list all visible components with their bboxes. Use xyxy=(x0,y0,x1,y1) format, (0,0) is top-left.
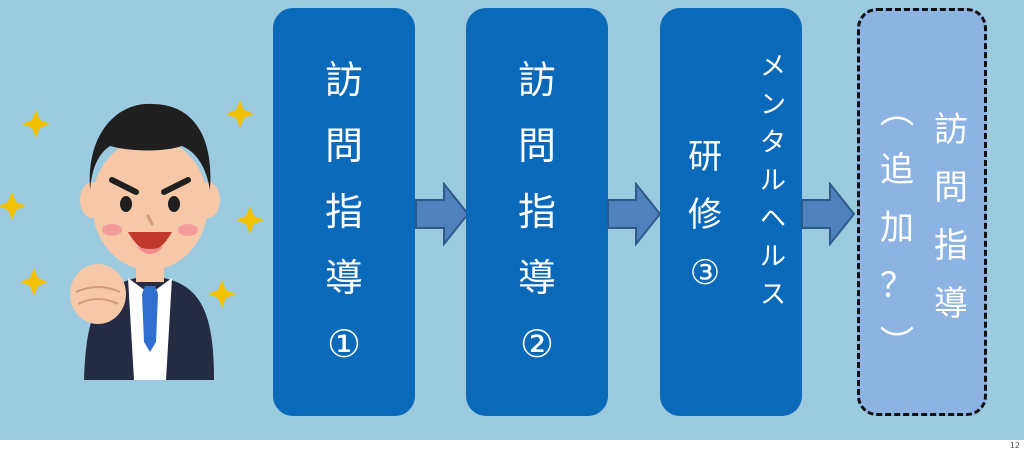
step-box-mental-health-training-3: 研 修 ③ メ ン タ ル ヘ ル ス xyxy=(660,8,802,416)
step-box-right-text: 訪 問 指 導 xyxy=(934,101,968,333)
flow-arrow-icon xyxy=(801,182,856,246)
box-char: 問 xyxy=(934,168,968,208)
box-char: ル xyxy=(760,166,787,196)
step-box-text: 訪 問 指 導 ① xyxy=(325,47,363,377)
step-box-visit-guidance-1: 訪 問 指 導 ① xyxy=(273,8,415,416)
step-box-visit-guidance-2: 訪 問 指 導 ② xyxy=(466,8,608,416)
step-box-left-text: ︵ 追 加 ？ ︶ xyxy=(880,83,914,373)
box-char: 研 xyxy=(688,137,722,177)
flow-arrow-icon xyxy=(415,182,470,246)
box-char: ③ xyxy=(689,253,721,293)
box-char: ① xyxy=(326,322,362,366)
box-char: ︶ xyxy=(880,324,914,364)
box-char: ス xyxy=(760,280,787,310)
box-char: 問 xyxy=(517,124,556,168)
box-char: 訪 xyxy=(324,58,363,102)
box-char: 導 xyxy=(324,256,363,300)
step-box-main-text: 研 修 ③ xyxy=(688,128,722,302)
box-char: 導 xyxy=(517,256,556,300)
page-number: 12 xyxy=(1009,441,1020,450)
box-char: ︵ xyxy=(880,92,914,132)
step-box-optional-visit-guidance: ︵ 追 加 ？ ︶ 訪 問 指 導 xyxy=(857,8,987,416)
sparkle-icons xyxy=(0,100,264,308)
box-char: 加 xyxy=(880,208,914,248)
box-char: 指 xyxy=(517,190,556,234)
box-char: タ xyxy=(760,128,787,158)
box-char: 追 xyxy=(880,150,914,190)
box-char: 訪 xyxy=(517,58,556,102)
businessman-illustration xyxy=(0,100,264,380)
box-char: 指 xyxy=(934,226,968,266)
box-char: ル xyxy=(760,242,787,272)
box-char: メ xyxy=(760,52,787,82)
step-box-text: 訪 問 指 導 ② xyxy=(518,47,556,377)
flow-arrow-icon xyxy=(607,182,662,246)
box-char: ヘ xyxy=(760,204,787,234)
box-char: 訪 xyxy=(934,110,968,150)
box-char: 指 xyxy=(324,190,363,234)
box-char: ② xyxy=(519,322,555,366)
box-char: ン xyxy=(760,90,787,120)
box-char: 修 xyxy=(688,195,722,235)
box-char: 問 xyxy=(324,124,363,168)
step-box-side-text: メ ン タ ル ヘ ル ス xyxy=(760,48,786,314)
box-char: 導 xyxy=(934,284,968,324)
box-char: ？ xyxy=(880,266,914,306)
